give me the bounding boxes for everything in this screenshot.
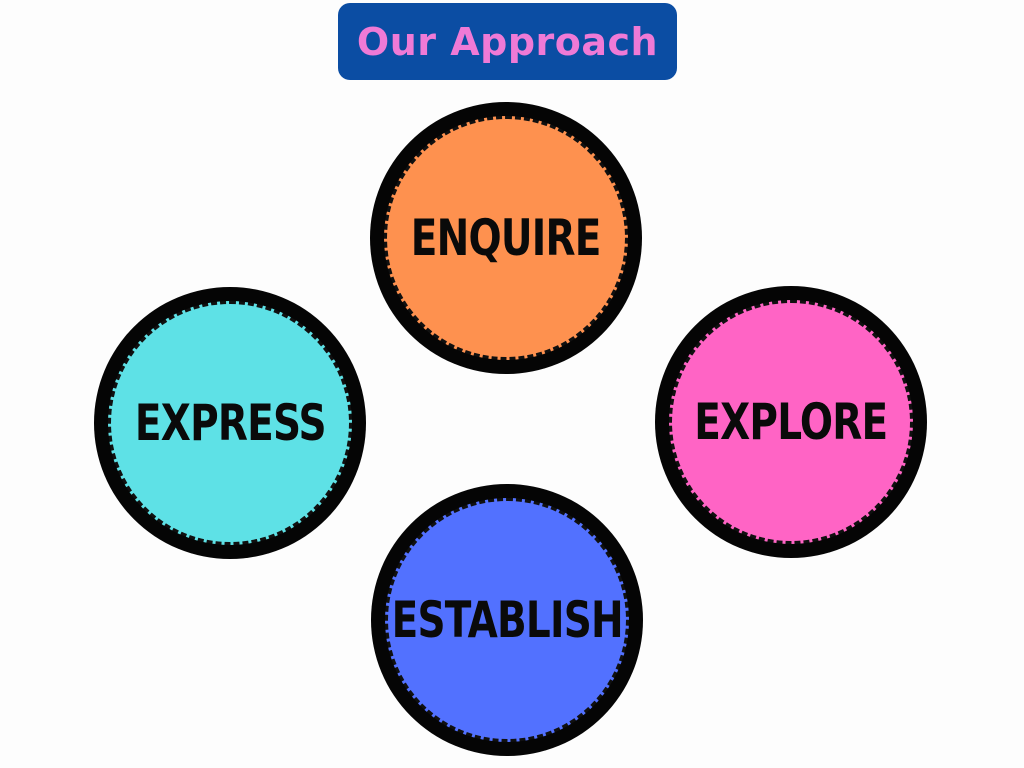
step-label-establish: ESTABLISH (391, 591, 623, 649)
step-circle-explore: EXPLORE (655, 286, 927, 558)
page-title: Our Approach (356, 19, 659, 64)
step-circle-fill: ENQUIRE (384, 116, 628, 360)
step-circle-fill: EXPLORE (669, 300, 913, 544)
step-circle-express: EXPRESS (94, 287, 366, 559)
step-label-express: EXPRESS (134, 394, 327, 452)
step-label-enquire: ENQUIRE (411, 209, 602, 267)
step-circle-fill: EXPRESS (108, 301, 352, 545)
title-badge: Our Approach (338, 3, 677, 80)
step-circle-establish: ESTABLISH (371, 484, 643, 756)
step-circle-enquire: ENQUIRE (370, 102, 642, 374)
step-circle-fill: ESTABLISH (385, 498, 629, 742)
step-label-explore: EXPLORE (694, 393, 888, 451)
